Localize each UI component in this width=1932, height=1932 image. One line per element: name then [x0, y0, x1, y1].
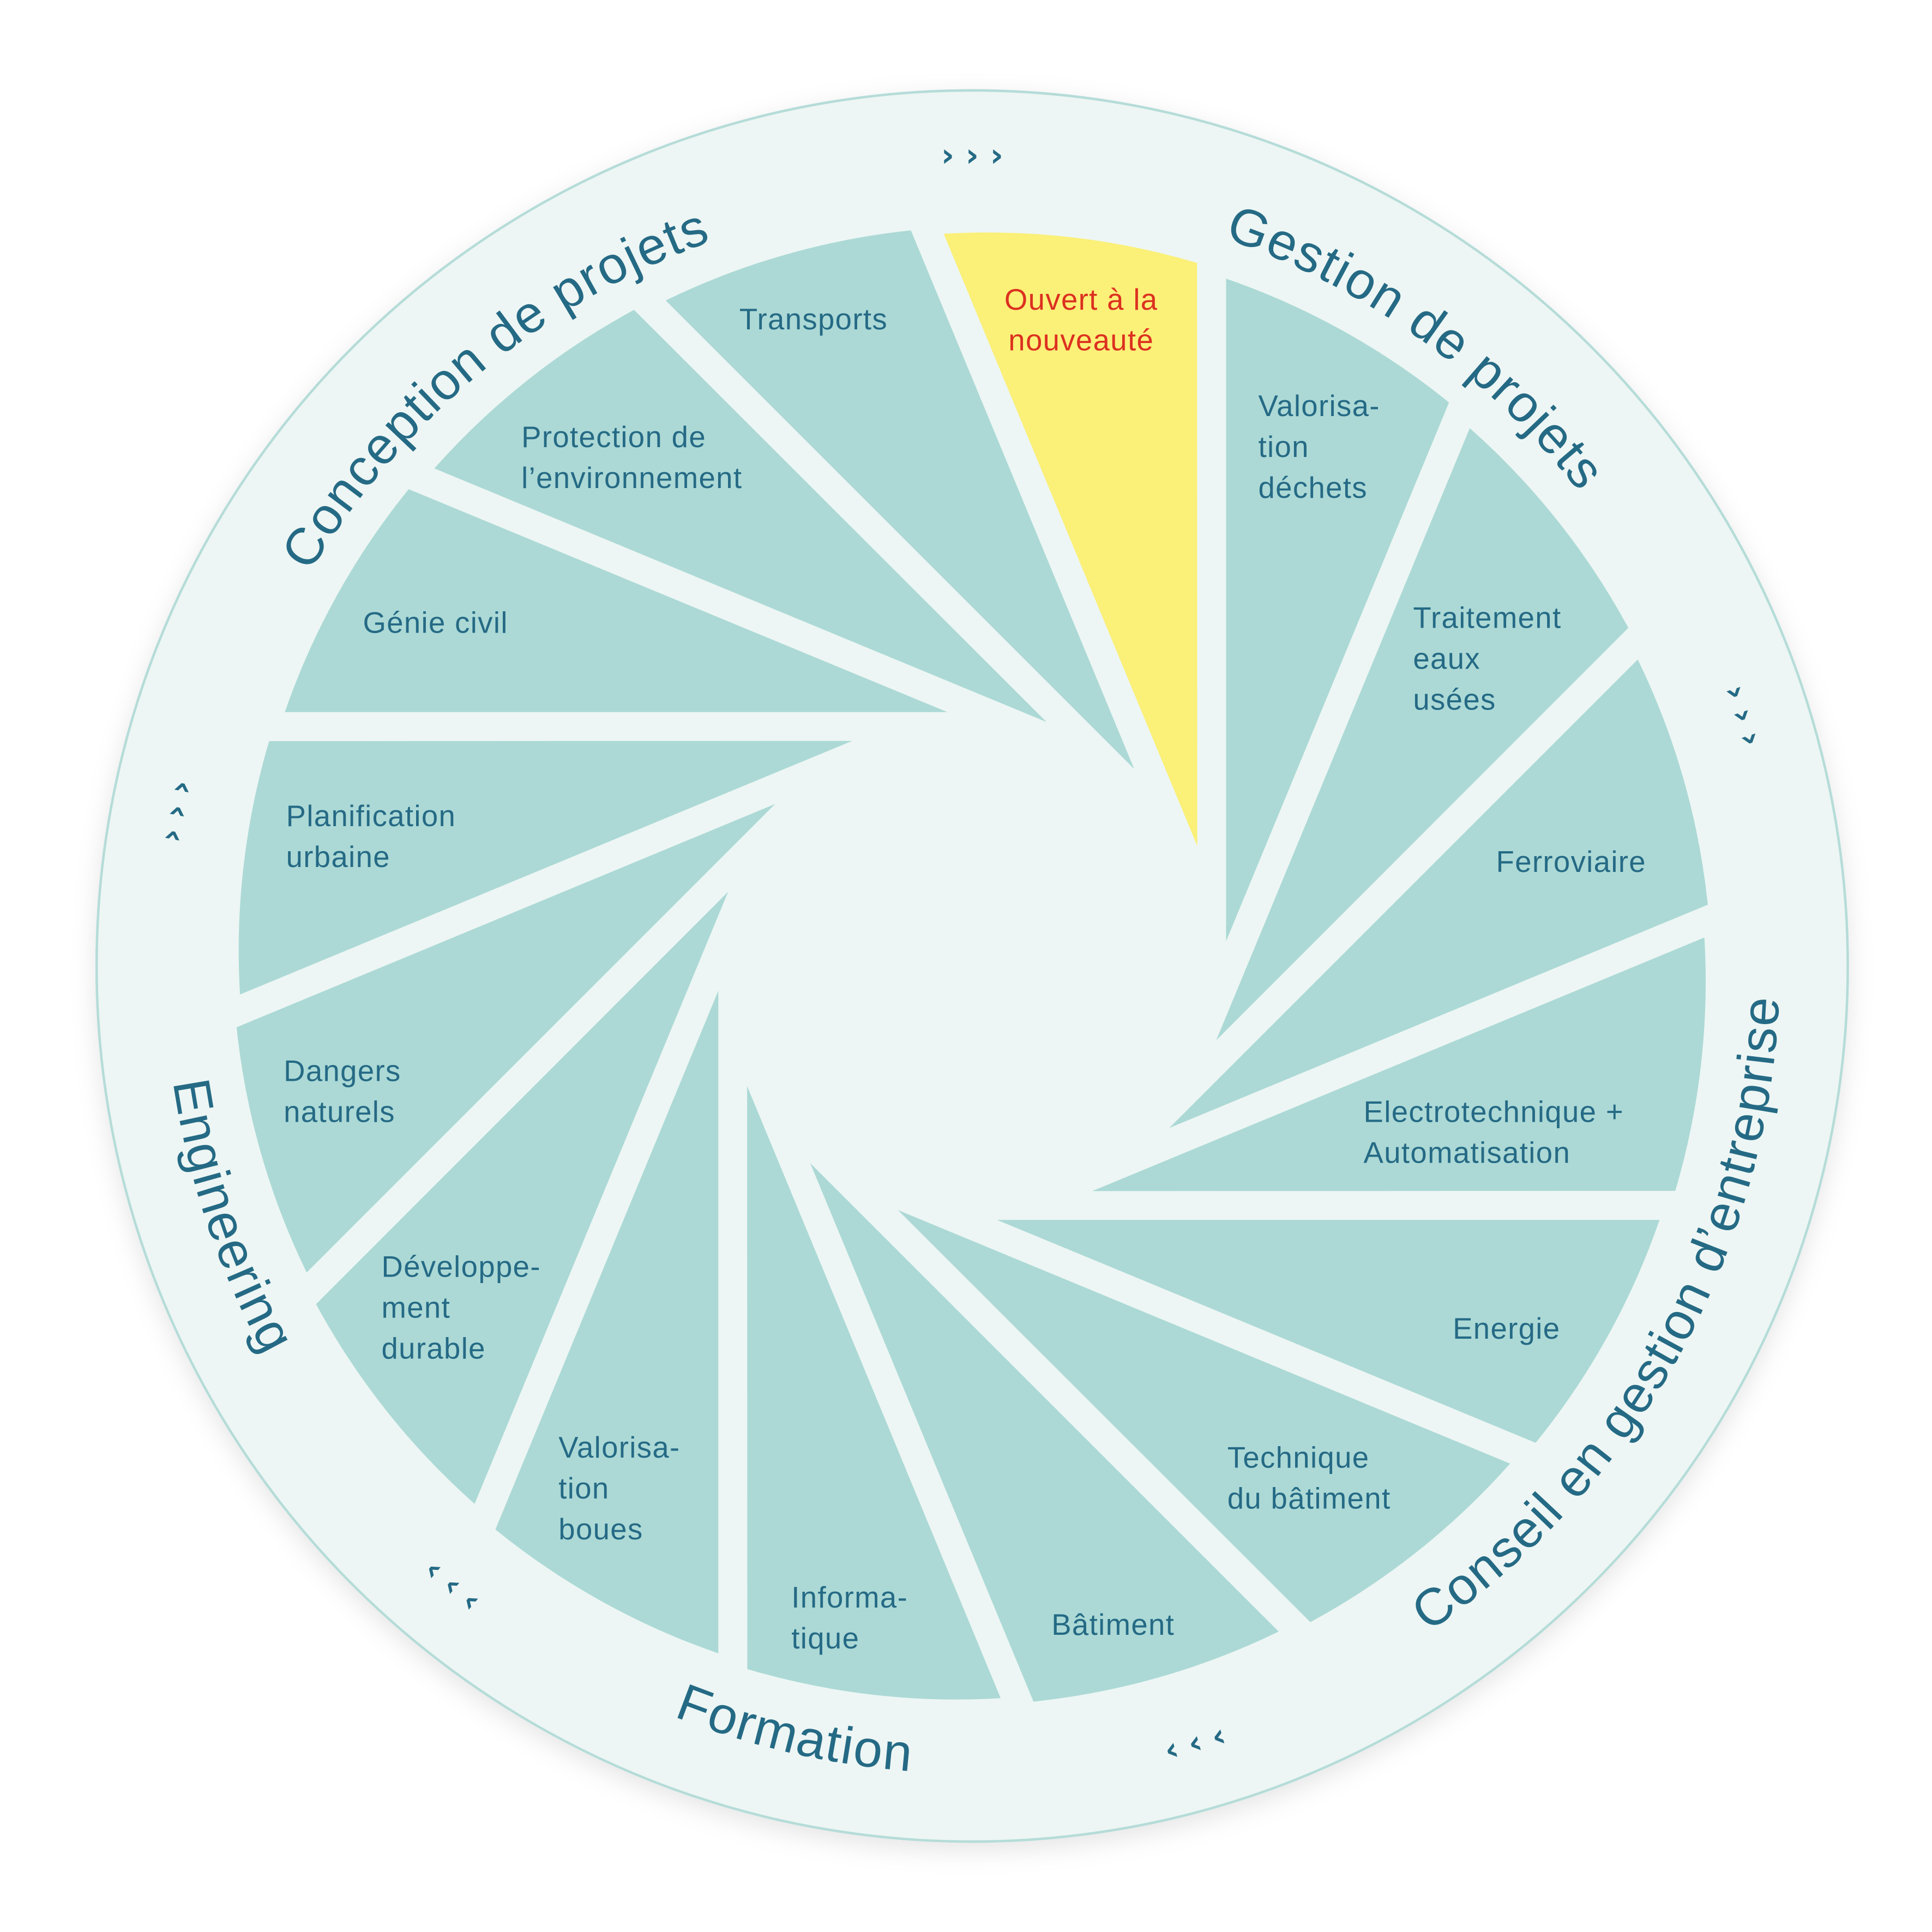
segment-label-line: Transports: [739, 303, 888, 336]
segment-développe-ment-durable[interactable]: [316, 892, 729, 1504]
segment-label-line: boues: [558, 1513, 643, 1546]
segment-dangers-naturels[interactable]: [236, 804, 775, 1273]
segment-label-line: usées: [1413, 683, 1496, 716]
segment-label-line: Ferroviaire: [1496, 845, 1646, 878]
segment-label: Electrotechnique + Automatisation: [1364, 1096, 1624, 1170]
segment-label-line: Informa-: [791, 1581, 908, 1614]
chevron-right-icon: › › ›: [941, 136, 1003, 173]
segment-label-line: Electrotechnique +: [1364, 1096, 1624, 1129]
segment-label-line: ment: [382, 1291, 451, 1325]
segment-planification-urbaine[interactable]: [238, 741, 852, 995]
segment-label-line: Génie civil: [363, 606, 508, 640]
segment-label-line: du bâtiment: [1227, 1482, 1391, 1515]
segment-label: Génie civil: [363, 606, 508, 640]
segment-label-line: Energie: [1453, 1312, 1560, 1345]
segment-technique-du-bâtiment[interactable]: [898, 1210, 1510, 1622]
segment-traitement-eaux-usées[interactable]: [1216, 428, 1629, 1040]
segment-génie-civil[interactable]: [285, 489, 948, 712]
segment-label-line: Planification: [286, 799, 456, 833]
segment-label-line: déchets: [1258, 471, 1367, 504]
segment-transports[interactable]: [665, 230, 1134, 769]
segment-label-line: tique: [791, 1622, 859, 1655]
segment-label-line: tion: [1258, 430, 1309, 464]
segment-ouvert-à-la-nouveauté[interactable]: [943, 232, 1197, 846]
segment-label: Bâtiment: [1051, 1608, 1175, 1641]
outer-disc: [95, 89, 1849, 1843]
segment-label: Développe-ment durable: [382, 1250, 541, 1365]
segment-protection-de-l-environnement[interactable]: [434, 310, 1047, 722]
segment-label: Protection de l’environnement: [521, 420, 742, 495]
segment-label: Ouvert à la nouveauté: [1004, 283, 1158, 357]
segment-label-line: Valorisa-: [1258, 389, 1380, 423]
segment-valorisa-tion-déchets[interactable]: [1226, 279, 1449, 942]
segment-label: Transports: [739, 303, 888, 336]
segment-electrotechnique-automatisation[interactable]: [1092, 937, 1706, 1191]
segment-label: Technique du bâtiment: [1227, 1441, 1391, 1515]
segment-bâtiment[interactable]: [810, 1163, 1279, 1702]
segment-label: Valorisa-tion déchets: [1258, 389, 1380, 504]
segment-label: Ferroviaire: [1496, 845, 1646, 878]
segment-label: Traitement eaux usées: [1413, 601, 1561, 716]
segment-label-line: Ouvert à la: [1004, 283, 1158, 316]
segment-informa-tique[interactable]: [747, 1086, 1001, 1700]
segment-label: Energie: [1453, 1312, 1560, 1345]
segment-label-line: naturels: [284, 1096, 395, 1129]
segment-label: Dangers naturels: [284, 1055, 401, 1129]
segment-label-line: nouveauté: [1008, 324, 1154, 357]
segment-label-line: Bâtiment: [1051, 1608, 1175, 1641]
segment-label-line: durable: [382, 1332, 486, 1365]
segment-label-line: l’environnement: [521, 461, 742, 495]
segment-label-line: urbaine: [286, 840, 390, 874]
segment-valorisa-tion-boues[interactable]: [495, 990, 719, 1653]
segment-label-line: Traitement: [1413, 601, 1561, 634]
segment-label: Valorisa-tion boues: [558, 1431, 680, 1546]
segment-energie[interactable]: [997, 1220, 1660, 1443]
segment-label-line: Technique: [1227, 1441, 1370, 1474]
segment-label-line: Dangers: [284, 1055, 401, 1088]
segment-ferroviaire[interactable]: [1169, 659, 1708, 1128]
segment-label-line: eaux: [1413, 642, 1480, 675]
segment-label: Planification urbaine: [286, 799, 456, 874]
segment-label-line: Protection de: [521, 420, 706, 454]
segment-label: Informa-tique: [791, 1581, 908, 1655]
segment-label-line: Développe-: [382, 1250, 541, 1284]
segment-label-line: Valorisa-: [558, 1431, 680, 1464]
segments-group: [236, 230, 1708, 1702]
segment-label-line: tion: [558, 1472, 609, 1505]
segment-label-line: Automatisation: [1364, 1136, 1571, 1170]
